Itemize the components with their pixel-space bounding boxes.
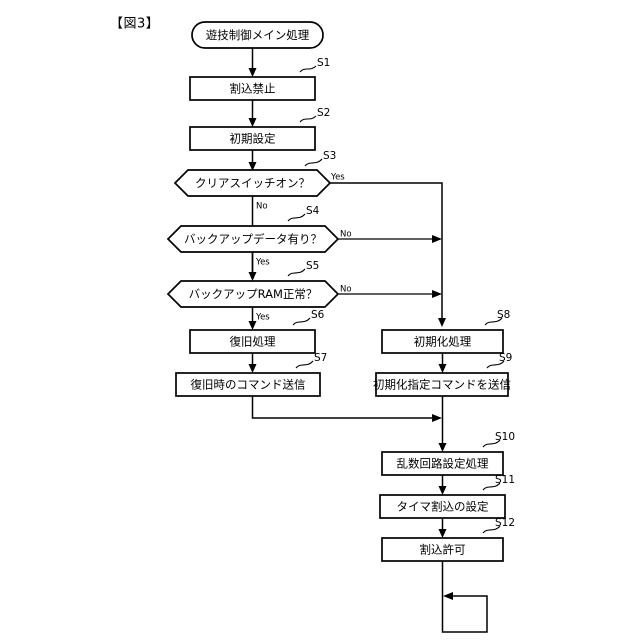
connector-s2-to-s3 bbox=[248, 150, 257, 171]
s2-step-label: S2 bbox=[317, 107, 330, 119]
s2-box-label: 初期設定 bbox=[230, 132, 276, 146]
connector-start-to-s1 bbox=[248, 48, 257, 77]
s4-no-label: No bbox=[340, 230, 352, 240]
connector-s10-to-s11 bbox=[438, 475, 447, 495]
s1-step-label: S1 bbox=[317, 57, 330, 69]
node-start: 遊技制御メイン処理 bbox=[191, 21, 324, 49]
s4-yes-label: Yes bbox=[255, 258, 270, 268]
connector-s5-no-to-trunk bbox=[338, 290, 442, 298]
connector-s4-no-to-trunk bbox=[338, 235, 442, 243]
node-s1: 割込禁止 S1 bbox=[189, 57, 330, 101]
node-s11: タイマ割込の設定 S11 bbox=[379, 474, 515, 519]
s5-step-label: S5 bbox=[306, 260, 319, 272]
figure-label: 【図3】 bbox=[110, 17, 159, 32]
connector-s3-yes-to-trunk bbox=[330, 182, 446, 327]
s10-step-label: S10 bbox=[495, 431, 515, 443]
s9-box-label: 初期化指定コマンドを送信 bbox=[373, 378, 511, 392]
s5-decision-label: バックアップRAM正常？ bbox=[189, 287, 318, 301]
s1-box-label: 割込禁止 bbox=[230, 82, 276, 96]
connector-s8-to-s9 bbox=[438, 353, 447, 373]
node-s9: 初期化指定コマンドを送信 S9 bbox=[373, 352, 512, 397]
connector-s5-to-s6 bbox=[248, 307, 257, 330]
s5-yes-label: Yes bbox=[255, 313, 270, 323]
node-s7: 復旧時のコマンド送信 S7 bbox=[175, 352, 327, 397]
s7-box-label: 復旧時のコマンド送信 bbox=[191, 378, 306, 392]
node-s2: 初期設定 S2 bbox=[189, 107, 330, 151]
s4-step-label: S4 bbox=[306, 205, 320, 217]
node-s4: バックアップデータ有り？ S4 No Yes bbox=[166, 205, 352, 268]
s3-decision-label: クリアスイッチオン？ bbox=[195, 176, 310, 190]
connector-s7-to-trunk bbox=[251, 396, 442, 422]
s5-no-label: No bbox=[340, 285, 352, 295]
s3-step-label: S3 bbox=[323, 150, 336, 162]
connector-s9-to-s10 bbox=[438, 396, 447, 452]
node-s10: 乱数回路設定処理 S10 bbox=[381, 431, 515, 476]
node-s6: 復旧処理 S6 bbox=[189, 309, 325, 354]
connector-s6-to-s7 bbox=[248, 353, 257, 373]
node-s12: 割込許可 S12 bbox=[381, 517, 515, 562]
s8-step-label: S8 bbox=[497, 309, 510, 321]
connector-s1-to-s2 bbox=[248, 100, 257, 127]
s4-decision-label: バックアップデータ有り？ bbox=[184, 232, 322, 246]
connector-s11-to-s12 bbox=[438, 518, 447, 538]
s3-yes-label: Yes bbox=[330, 173, 345, 183]
s11-box-label: タイマ割込の設定 bbox=[397, 500, 489, 514]
s3-no-label: No bbox=[256, 202, 268, 212]
connector-loop-back bbox=[441, 561, 488, 633]
node-s8: 初期化処理 S8 bbox=[381, 309, 510, 354]
s6-step-label: S6 bbox=[311, 309, 325, 321]
s7-box-shape bbox=[175, 372, 321, 397]
s8-box-label: 初期化処理 bbox=[414, 335, 472, 349]
s11-step-label: S11 bbox=[495, 474, 515, 486]
s12-step-label: S12 bbox=[495, 517, 515, 529]
start-terminator-label: 遊技制御メイン処理 bbox=[206, 28, 310, 42]
start-terminator-shape bbox=[191, 21, 324, 49]
s9-step-label: S9 bbox=[499, 352, 512, 364]
s12-box-label: 割込許可 bbox=[420, 543, 466, 557]
s7-step-label: S7 bbox=[314, 352, 327, 364]
s10-box-label: 乱数回路設定処理 bbox=[397, 457, 489, 471]
node-s3: クリアスイッチオン？ S3 Yes No bbox=[173, 150, 345, 212]
s6-box-label: 復旧処理 bbox=[230, 335, 276, 349]
